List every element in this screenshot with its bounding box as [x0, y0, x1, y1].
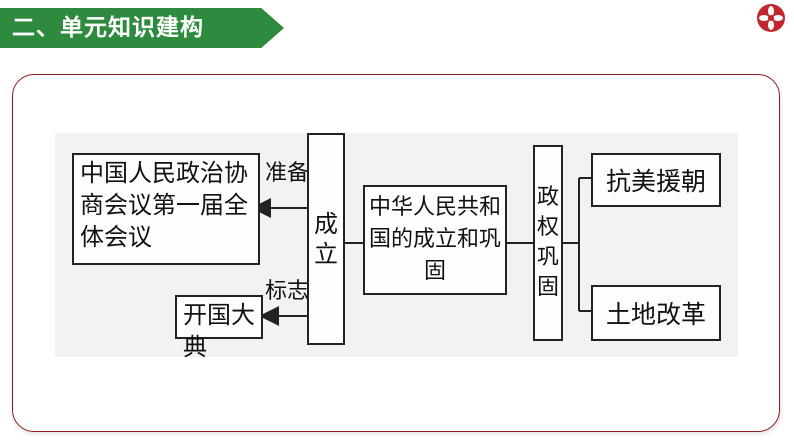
- box-resist-us-aid-korea: 抗美援朝: [591, 153, 721, 207]
- flower-logo-icon: [757, 4, 785, 32]
- consolidation-char-4: 固: [536, 275, 559, 300]
- box-founding-ceremony: 开国大典: [175, 295, 263, 361]
- consolidation-char-3: 巩: [536, 245, 559, 270]
- box-land-reform: 土地改革: [591, 285, 721, 341]
- consolidation-char-2: 权: [536, 215, 559, 240]
- content-frame: [12, 74, 780, 432]
- founding-char-1: 成: [314, 210, 338, 238]
- title-banner: [0, 8, 284, 48]
- label-prepare: 准备: [265, 161, 310, 186]
- label-mark: 标志: [265, 279, 310, 304]
- box-founding: 成 立: [307, 133, 345, 345]
- box-regime-consolidation: 政 权 巩 固: [533, 145, 563, 341]
- box-prc-founding-consolidation: 中华人民共和国的成立和巩固: [363, 185, 507, 295]
- consolidation-char-1: 政: [536, 185, 559, 210]
- concept-diagram: 中国人民政治协商会议第一届全体会议 开国大典 准备 标志 成 立 中华人民共和国…: [55, 133, 738, 361]
- page-title: 二、单元知识建构: [12, 15, 204, 41]
- diagram-connectors: [251, 177, 591, 326]
- box-cppcc-session: 中国人民政治协商会议第一届全体会议: [72, 153, 260, 265]
- founding-char-2: 立: [314, 240, 338, 268]
